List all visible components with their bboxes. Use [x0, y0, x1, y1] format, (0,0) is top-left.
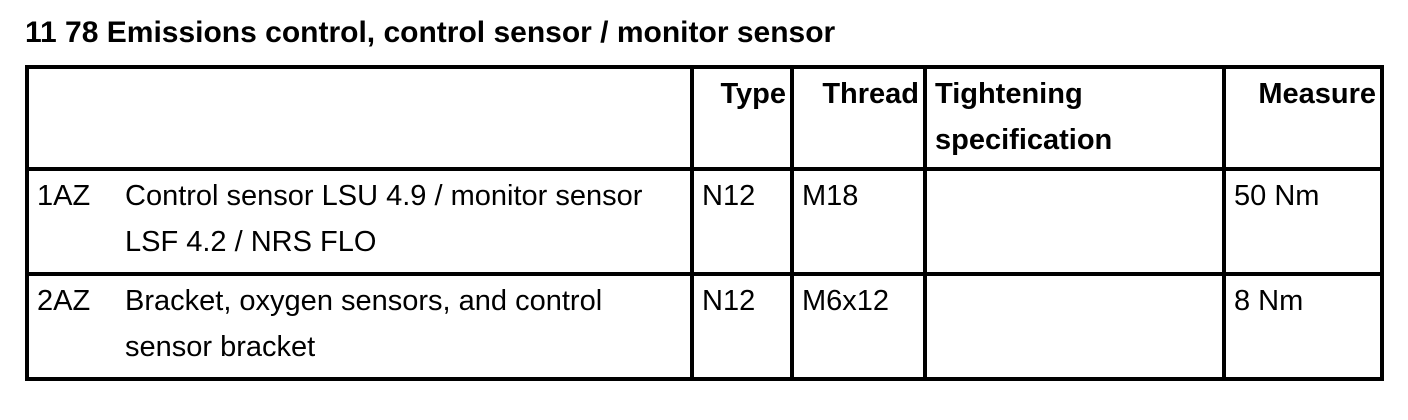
measure-cell: 8 Nm: [1222, 272, 1384, 381]
header-tightening-specification: Tightening specification: [923, 65, 1226, 171]
type-cell: N12: [690, 167, 794, 276]
measure-cell: 50 Nm: [1222, 167, 1384, 276]
thread-cell: M18: [790, 167, 927, 276]
header-thread: Thread: [790, 65, 927, 171]
item-description: Control sensor LSU 4.9 / monitor sensor …: [125, 180, 643, 258]
section-title: 11 78 Emissions control, control sensor …: [25, 16, 836, 49]
item-layout: 2AZ Bracket, oxygen sensors, and control…: [37, 278, 686, 370]
item-code: 2AZ: [37, 285, 91, 317]
item-cell: 1AZ Control sensor LSU 4.9 / monitor sen…: [25, 167, 694, 276]
table-row: 2AZ Bracket, oxygen sensors, and control…: [25, 272, 1384, 381]
tightening-specification-cell: [923, 167, 1226, 276]
table-row: 1AZ Control sensor LSU 4.9 / monitor sen…: [25, 167, 1384, 276]
type-cell: N12: [690, 272, 794, 381]
item-code: 1AZ: [37, 180, 91, 212]
header-type: Type: [690, 65, 794, 171]
table-header-row: Type Thread Tightening specification Mea…: [25, 65, 1384, 171]
item-cell: 2AZ Bracket, oxygen sensors, and control…: [25, 272, 694, 381]
item-description: Bracket, oxygen sensors, and control sen…: [125, 285, 603, 363]
header-item: [25, 65, 694, 171]
header-measure: Measure: [1222, 65, 1384, 171]
item-layout: 1AZ Control sensor LSU 4.9 / monitor sen…: [37, 173, 686, 265]
thread-cell: M6x12: [790, 272, 927, 381]
torque-spec-table: Type Thread Tightening specification Mea…: [25, 65, 1384, 381]
tightening-specification-cell: [923, 272, 1226, 381]
